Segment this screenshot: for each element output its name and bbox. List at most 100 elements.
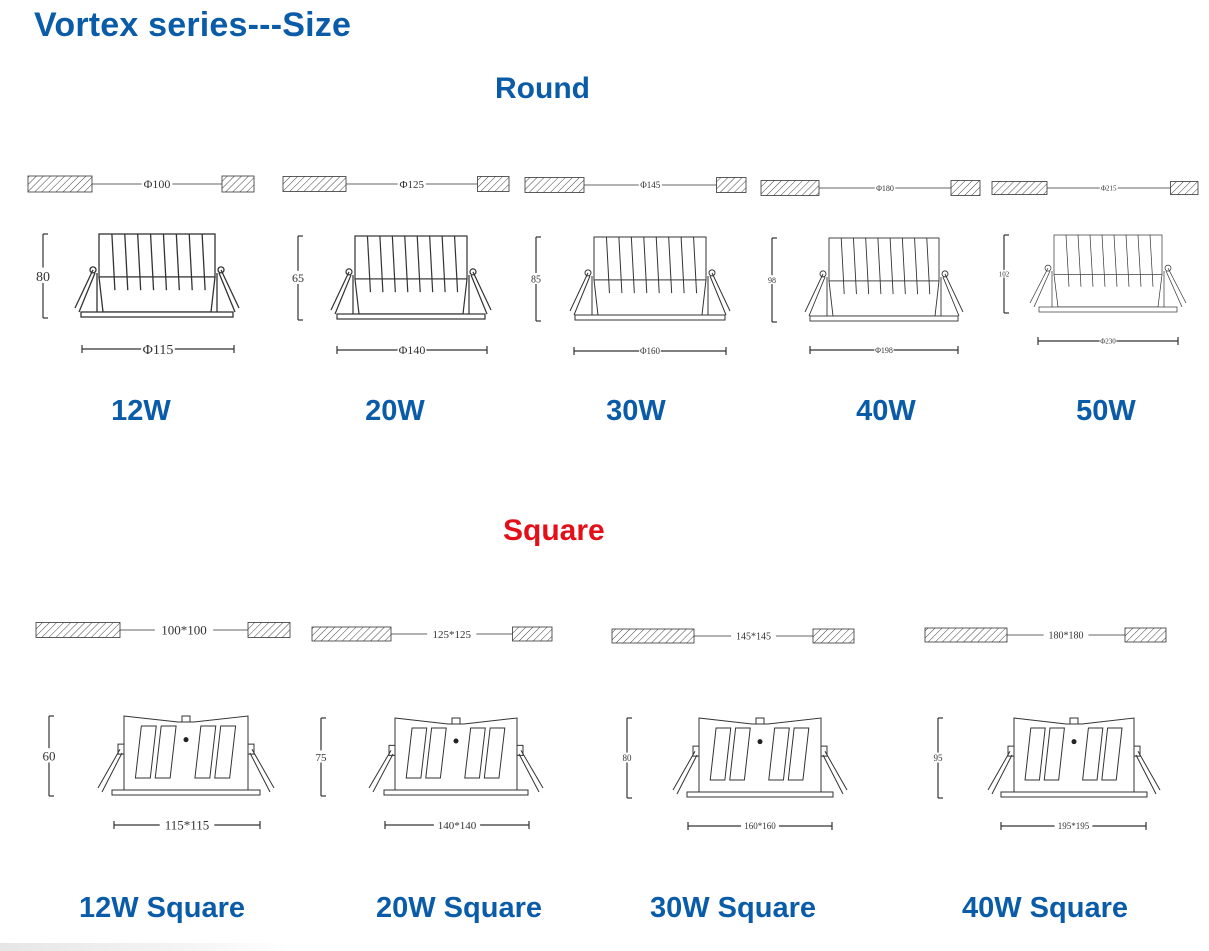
- round-label-12w: 12W: [111, 395, 171, 427]
- heatsink-fin: [914, 237, 919, 295]
- spring-clip-left: [368, 750, 394, 793]
- cutout-dimension-label: 180*180: [1049, 631, 1084, 642]
- heatsink-fin: [111, 233, 116, 291]
- heatsink-fin: [901, 237, 906, 295]
- heatsink-fin: [149, 233, 155, 291]
- cutout-dimension-label: Φ125: [399, 179, 424, 191]
- heatsink-fin: [852, 237, 857, 295]
- heatsink-fin: [1113, 234, 1118, 287]
- height-label-bg: [997, 269, 1011, 278]
- diameter-dimension-label: Φ160: [640, 346, 661, 356]
- trim-frame: [383, 789, 529, 796]
- spring-clip-right: [1165, 267, 1187, 308]
- reflector-vane: [194, 725, 217, 779]
- height-label-bg: [929, 752, 947, 763]
- cutout-label-bg: [154, 622, 214, 637]
- reflector-vane: [729, 727, 751, 781]
- height-dimension-label: 95: [934, 753, 944, 763]
- heatsink-fin: [416, 235, 421, 293]
- heatsink-fin: [693, 236, 698, 294]
- round-heading: Round: [495, 72, 590, 105]
- heatsink-fin: [605, 236, 610, 294]
- reflector-vane: [483, 727, 506, 779]
- trim-ring: [1038, 306, 1178, 313]
- square-drawings: 100*10060115*115125*12575140*140145*1458…: [35, 622, 1167, 833]
- ceiling-hatch-left: [35, 622, 121, 638]
- heatsink-body: [354, 235, 468, 280]
- spring-pivot: [1007, 745, 1015, 757]
- height-label-bg: [37, 748, 61, 763]
- spring-pivot: [820, 745, 828, 757]
- heatsink-fin: [379, 235, 384, 293]
- spring-clip-left: [804, 273, 826, 317]
- trim-frame: [686, 791, 834, 798]
- housing: [593, 279, 707, 316]
- housing: [828, 280, 940, 317]
- ceiling-hatch-left: [524, 177, 585, 193]
- height-label-bg: [618, 752, 636, 763]
- heatsink-fin: [1089, 234, 1094, 287]
- width-label-bg: [874, 345, 894, 354]
- spring-clip-left: [330, 271, 352, 315]
- spring-clip-left: [987, 751, 1013, 795]
- height-dimension-label: 98: [768, 276, 776, 285]
- center-screw: [1071, 739, 1077, 745]
- heatsink-fin: [175, 233, 180, 291]
- reflector-vane: [214, 725, 237, 779]
- cutout-dimension-label: Φ145: [640, 180, 661, 190]
- spring-pivot: [692, 745, 700, 757]
- cutout-dimension-label: Φ215: [1101, 184, 1117, 192]
- reflector-vane: [134, 725, 157, 779]
- reflector-vane: [787, 727, 810, 781]
- round-label-40w: 40W: [856, 395, 916, 427]
- diameter-dimension-label: Φ198: [875, 346, 893, 355]
- spring-clip-right: [470, 271, 492, 315]
- spring-clip-right: [822, 751, 848, 795]
- heatsink-fin: [188, 233, 193, 291]
- spring-pivot: [117, 743, 125, 755]
- heatsink-fin: [124, 233, 129, 291]
- reflector-vane: [154, 725, 177, 779]
- width-label-bg: [1054, 820, 1093, 831]
- width-label-bg: [639, 345, 661, 356]
- width-label-bg: [1099, 336, 1117, 345]
- height-label-bg: [764, 275, 780, 284]
- spring-pivot: [516, 744, 524, 756]
- heatsink-fin: [668, 236, 673, 294]
- ceiling-hatch-right: [716, 177, 747, 193]
- reflector-vane: [1043, 727, 1065, 781]
- heatsink-fin: [137, 233, 142, 291]
- round-drawings: Φ10080Φ115Φ12565Φ140Φ14585Φ160Φ18098Φ198…: [27, 175, 1199, 358]
- cutout-label-bg: [874, 183, 896, 192]
- top-tab: [755, 717, 765, 725]
- size-dimension-label: 160*160: [744, 821, 776, 831]
- cutout-dimension-label: Φ180: [876, 184, 894, 193]
- heatsink-fin: [618, 236, 623, 294]
- width-label-bg: [397, 342, 427, 356]
- heatsink-fin: [865, 237, 870, 295]
- spring-clip-left: [74, 269, 96, 313]
- height-label-bg: [311, 750, 331, 763]
- height-dimension-label: 80: [623, 753, 633, 763]
- diameter-dimension-label: Φ230: [1100, 337, 1116, 345]
- trim-frame: [1000, 791, 1148, 798]
- reflector-vane: [1024, 727, 1046, 781]
- spring-clip-left: [1029, 267, 1051, 308]
- cutout-dimension-label: Φ100: [144, 177, 171, 191]
- height-dimension-label: 80: [36, 270, 50, 285]
- round-label-20w: 20W: [365, 395, 425, 427]
- top-tab: [1069, 717, 1079, 725]
- cutout-label-bg: [397, 177, 426, 190]
- height-dimension-label: 65: [292, 271, 304, 285]
- ceiling-hatch-left: [311, 626, 392, 642]
- height-dimension-label: 85: [531, 275, 541, 286]
- heatsink-fin: [1125, 234, 1130, 287]
- heatsink-fin: [655, 236, 660, 294]
- spring-clip-right: [249, 749, 275, 793]
- square-label-12w: 12W Square: [79, 892, 245, 924]
- heatsink-fin: [630, 236, 635, 294]
